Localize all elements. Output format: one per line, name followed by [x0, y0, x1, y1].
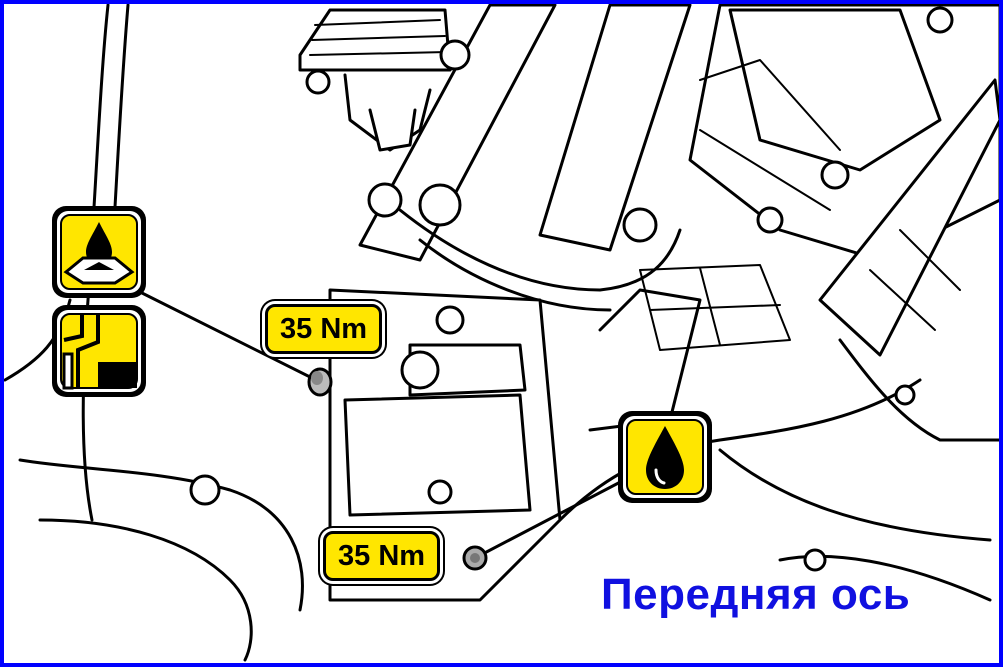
lattice-ribs — [639, 264, 791, 351]
bolt — [435, 305, 465, 335]
bolt — [367, 182, 403, 218]
lower-right-flange-2 — [778, 554, 992, 602]
bolt — [427, 479, 453, 505]
bolt — [756, 206, 784, 234]
lower-drain-plug-face — [470, 553, 480, 563]
bolt — [894, 384, 916, 406]
lower-torque-label: 35 Nm — [323, 531, 441, 581]
bolt — [820, 160, 850, 190]
sealant-drop-icon — [52, 206, 146, 298]
lower-left-housing — [18, 458, 304, 612]
upper-torque-label: 35 Nm — [265, 304, 383, 354]
casting-arch-inner — [418, 238, 612, 312]
figure-caption: Передняя ось — [601, 570, 911, 619]
upper-leader-line — [138, 290, 322, 384]
bolts — [189, 6, 954, 572]
upper-right-panel — [728, 8, 942, 172]
casting-window — [343, 393, 532, 517]
lower-right-flange — [718, 448, 992, 542]
shaft-lines — [869, 229, 961, 331]
steering-tube-left — [358, 3, 557, 262]
casting-arch — [398, 208, 682, 292]
pipe-fitting-icon — [52, 305, 146, 397]
connector-pin — [368, 108, 417, 152]
bolt — [418, 183, 462, 227]
drive-shaft-right — [818, 78, 1002, 357]
right-bracket — [838, 338, 1002, 442]
bolt — [803, 548, 827, 572]
oil-drop-icon — [618, 411, 712, 503]
lower-left-housing-2 — [38, 518, 253, 662]
lower-right-housing — [558, 378, 922, 522]
bolt — [189, 474, 221, 506]
lower-leader-line — [473, 476, 630, 560]
bolt — [926, 6, 954, 34]
bolt — [622, 207, 658, 243]
bolt — [305, 69, 331, 95]
target-plugs — [307, 367, 488, 571]
housing-ribs — [699, 59, 841, 211]
steering-tube-center — [538, 3, 692, 252]
bolt — [439, 39, 471, 71]
bolt — [400, 350, 440, 390]
connector-ribs — [309, 19, 448, 56]
upper-drain-plug-face — [311, 371, 323, 385]
